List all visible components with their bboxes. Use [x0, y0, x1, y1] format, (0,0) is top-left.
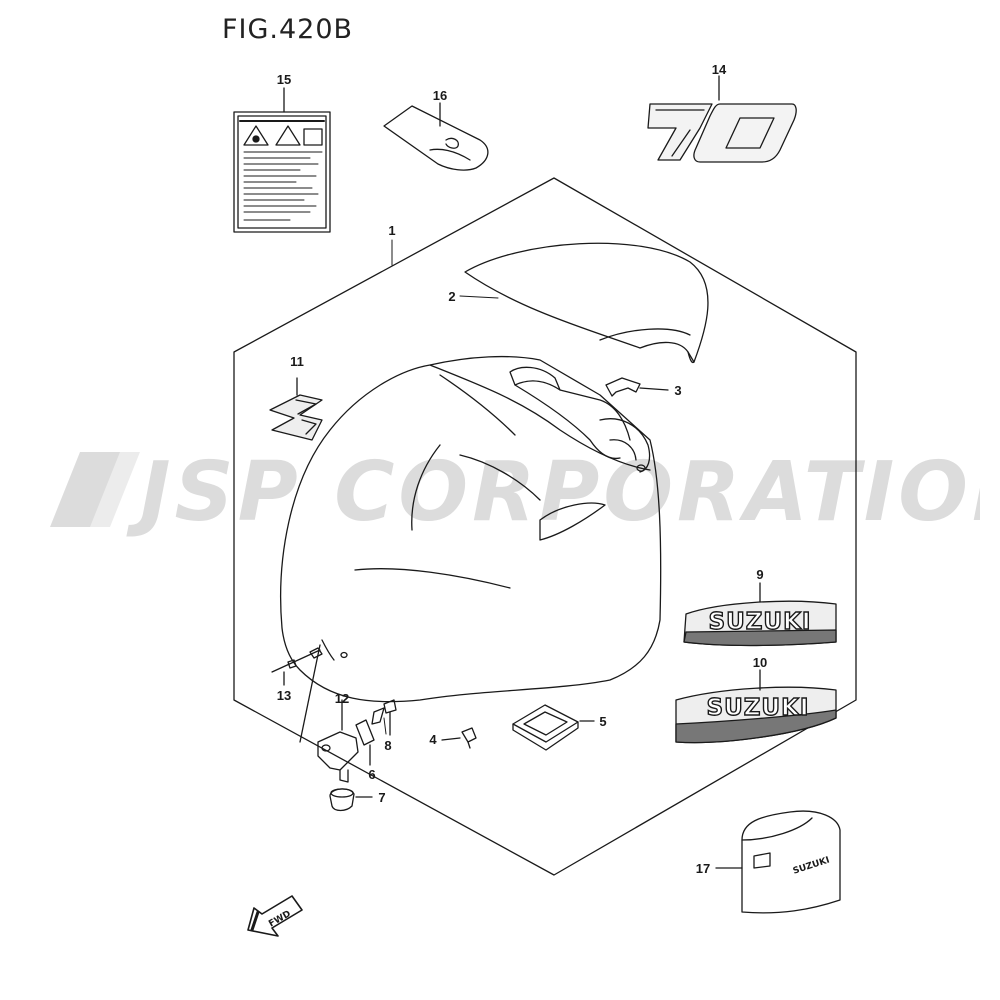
figure-title: FIG.420B	[222, 14, 354, 45]
part-16-manual-pouch[interactable]	[383, 102, 489, 171]
callout-4[interactable]: 4	[429, 732, 437, 747]
part-5-grommet[interactable]	[512, 704, 595, 751]
part-13-pin[interactable]	[271, 647, 323, 686]
fwd-arrow-icon	[247, 895, 303, 937]
brand-decal-lower-text: SUZUKI	[707, 695, 810, 721]
callout-6[interactable]: 6	[368, 767, 375, 782]
callout-15[interactable]: 15	[277, 72, 291, 87]
assembly-boundary	[233, 177, 857, 876]
part-15-warning-label[interactable]	[233, 87, 331, 233]
part-6-bracket[interactable]	[355, 719, 375, 766]
part-1-engine-cover[interactable]	[280, 355, 662, 743]
part-11-s-emblem[interactable]	[269, 377, 323, 441]
callout-8[interactable]: 8	[384, 738, 391, 753]
part-9-brand-decal[interactable]	[683, 582, 837, 647]
callout-1[interactable]: 1	[388, 223, 395, 238]
part-17-cover-bag[interactable]	[715, 810, 841, 914]
callout-14[interactable]: 14	[712, 62, 727, 77]
callout-12[interactable]: 12	[335, 691, 349, 706]
callout-16[interactable]: 16	[433, 88, 447, 103]
part-4-screw[interactable]	[441, 727, 477, 749]
callout-2[interactable]: 2	[448, 289, 455, 304]
callout-9[interactable]: 9	[756, 567, 763, 582]
part-2-top-panel[interactable]	[464, 242, 709, 364]
leader-lines	[383, 239, 499, 735]
watermark-text: JSP CORPORATION	[126, 445, 980, 540]
brand-decal-upper-text: SUZUKI	[709, 609, 812, 635]
part-14-model-emblem[interactable]	[647, 75, 797, 163]
watermark: JSP CORPORATION	[50, 445, 980, 540]
watermark-logo-bar-1	[50, 452, 125, 527]
cover-bag-text: SUZUKI	[792, 855, 831, 876]
callout-5[interactable]: 5	[599, 714, 606, 729]
watermark-logo-bar-2	[90, 452, 140, 527]
callout-11[interactable]: 11	[290, 354, 304, 369]
part-8-bolt[interactable]	[371, 699, 397, 736]
part-3-clip[interactable]	[605, 377, 669, 397]
callout-17[interactable]: 17	[696, 861, 710, 876]
fwd-arrow-label: FWD	[267, 909, 292, 929]
part-10-brand-decal[interactable]	[675, 669, 837, 744]
part-12-latch[interactable]	[317, 699, 359, 783]
callout-7[interactable]: 7	[378, 790, 385, 805]
part-7-cap[interactable]	[329, 788, 373, 812]
callout-10[interactable]: 10	[753, 655, 767, 670]
callout-3[interactable]: 3	[674, 383, 681, 398]
callout-13[interactable]: 13	[277, 688, 291, 703]
